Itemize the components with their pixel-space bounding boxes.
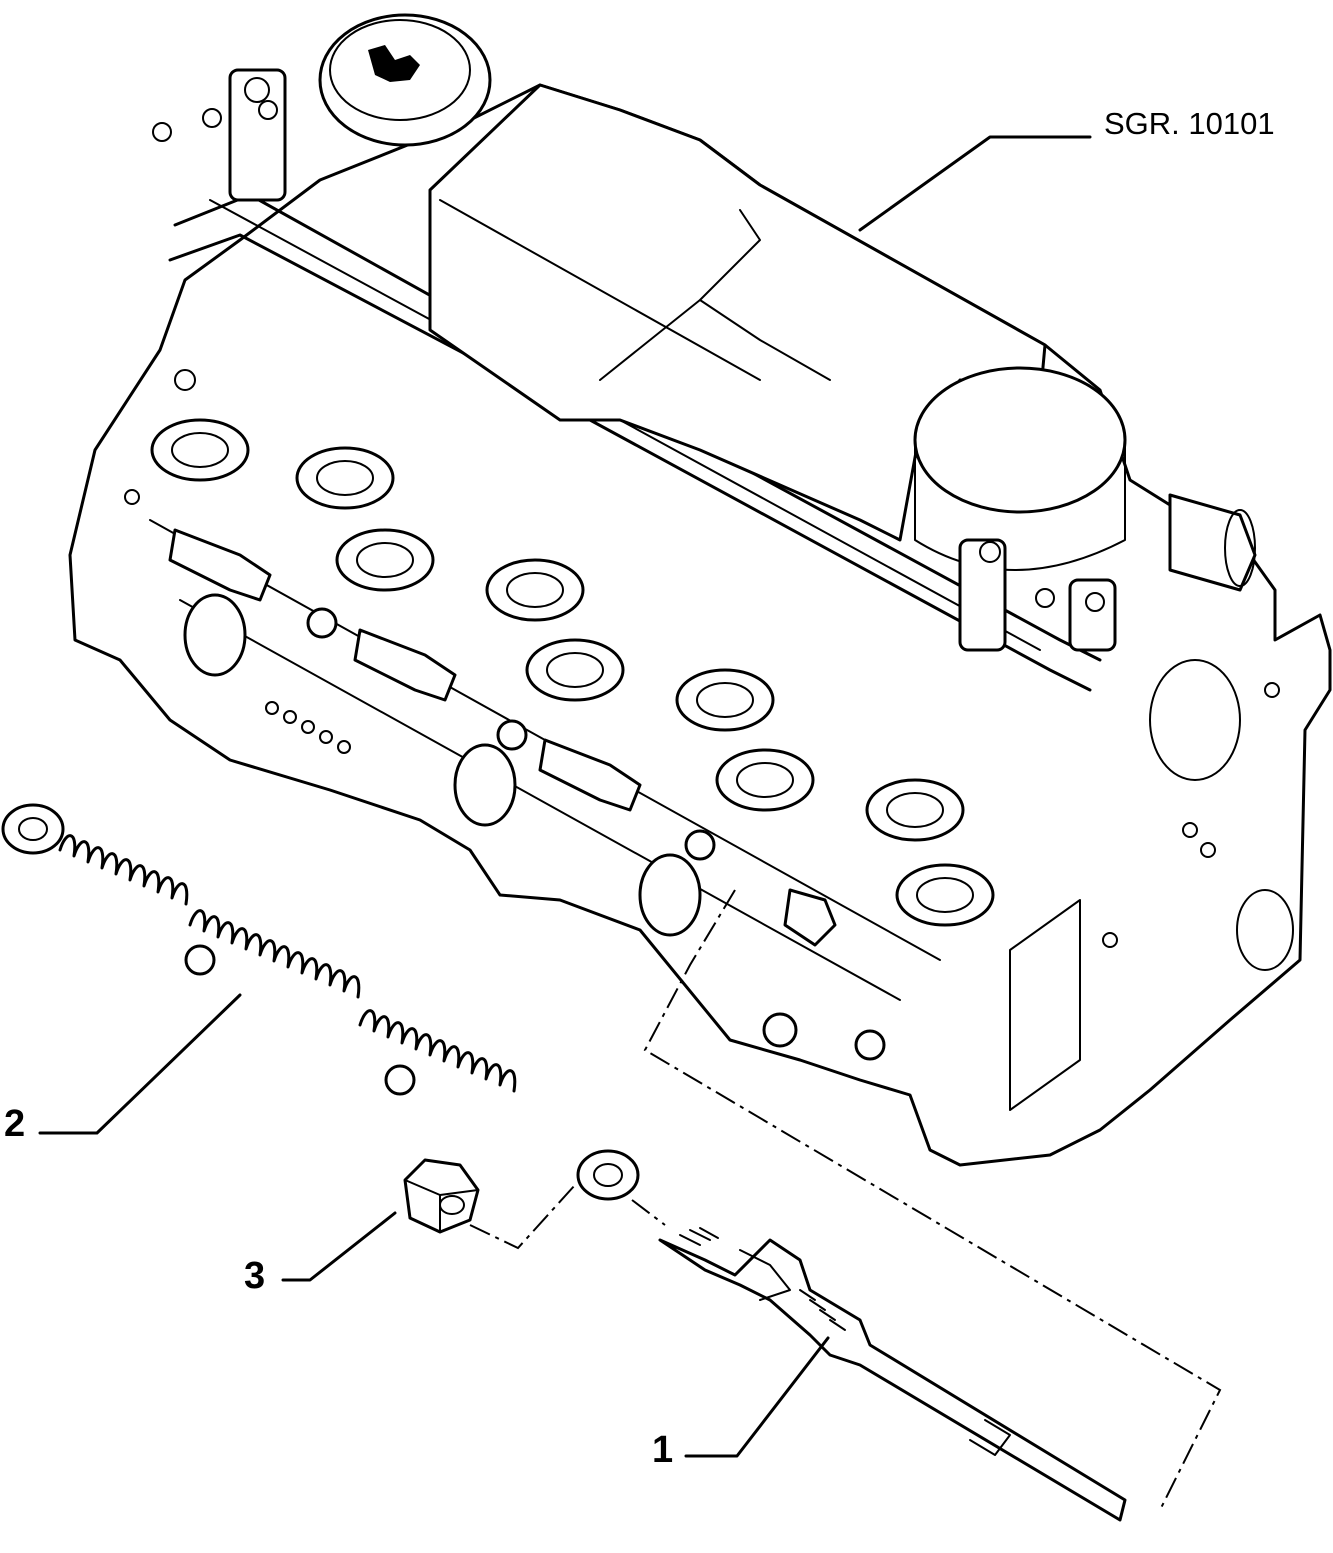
small-holes-row	[265, 701, 351, 754]
harness-icon	[1, 803, 640, 1201]
leader-lines	[38, 135, 1092, 1458]
part-number-2: 2	[4, 1103, 25, 1145]
nut-icon	[403, 1158, 480, 1234]
part-number-3: 3	[244, 1255, 265, 1297]
part-number-1: 1	[652, 1429, 673, 1471]
glow-plug-icon	[658, 1227, 1127, 1522]
assembly-guide-lines	[469, 889, 1222, 1511]
port-flange-row	[150, 418, 995, 927]
cylinder-head-icon	[68, 13, 1332, 1167]
reference-label: SGR. 10101	[1104, 106, 1275, 141]
harness-coils	[58, 834, 517, 1093]
